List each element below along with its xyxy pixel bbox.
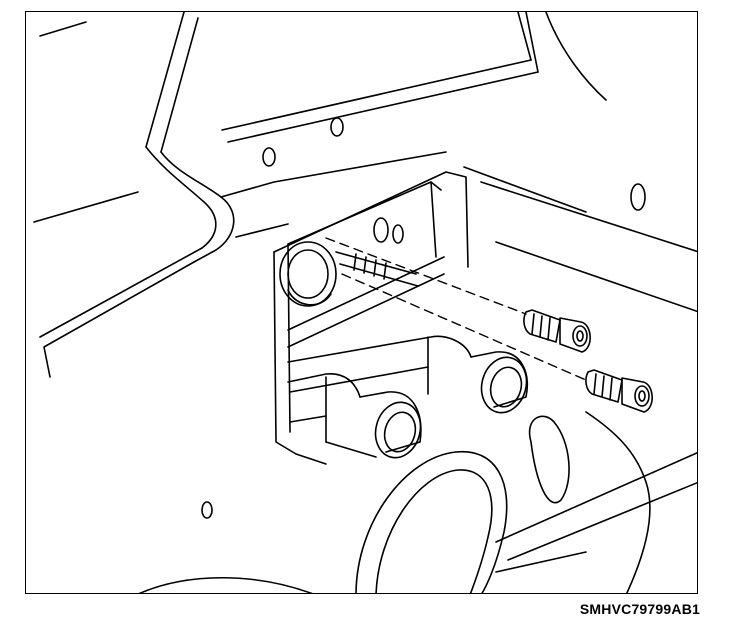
pipe-front-body <box>287 373 361 398</box>
port-ring-outer <box>279 241 337 307</box>
lower-housing <box>138 411 697 593</box>
stud-line-2 <box>339 263 419 287</box>
panel-right-edge-outer <box>517 12 532 61</box>
housing-oval-hole <box>528 415 570 504</box>
pillar-bulge-inner <box>145 146 217 249</box>
bolt-upper-head <box>559 317 591 353</box>
left-ridge-bottom <box>43 261 195 378</box>
stud-thread-1 <box>353 253 357 271</box>
pillar-bulge <box>160 151 235 263</box>
bolt-upper-shank <box>523 309 561 343</box>
pipe-rear-end-inner <box>489 366 523 408</box>
stud-socket-2 <box>392 224 404 244</box>
panel-hole-2 <box>330 117 344 137</box>
left-ridge-top <box>33 191 139 223</box>
housing-right-edge <box>585 411 651 593</box>
panel-right-edge-inner <box>525 12 539 73</box>
pipe-front <box>287 373 422 459</box>
pipe-front-end-outer <box>374 401 422 459</box>
recess-outer-left <box>273 251 297 455</box>
alignment-lines <box>325 237 587 381</box>
bolt-upper-socket <box>572 325 588 347</box>
bolt-lower-socket <box>634 385 650 407</box>
housing-large-arc-inner <box>375 469 493 593</box>
pipe-rear-body <box>287 335 472 363</box>
exploded-view-drawing <box>33 12 697 593</box>
housing-large-arc-outer <box>355 450 508 593</box>
bolt-lower <box>585 369 653 413</box>
panel-hole-4 <box>201 501 213 519</box>
recess-outer <box>273 171 469 268</box>
recess-bottom <box>295 453 327 465</box>
recess-inner-right <box>430 181 437 258</box>
right-ridge-3 <box>495 241 697 313</box>
upper-port <box>279 217 419 307</box>
panel-ridge-lower <box>227 71 539 143</box>
panel-hole-3 <box>630 183 646 211</box>
stud-thread-4 <box>383 262 387 280</box>
alignment-line-lower <box>341 273 587 381</box>
bracket-recess <box>273 171 469 465</box>
pipe-rear <box>287 335 528 414</box>
recess-inner-top <box>287 181 442 245</box>
figure-code-label: SMHVC79799AB1 <box>579 601 700 617</box>
recess-shelf <box>287 256 445 331</box>
housing-right-rib <box>495 452 697 543</box>
housing-bottom-arc <box>138 576 313 593</box>
stud-thread-3 <box>373 259 377 277</box>
left-ridge-bottom-inner <box>39 247 203 338</box>
panel-ridge-upper <box>221 59 532 131</box>
pipe-front-end-inner <box>383 411 417 453</box>
stud-thread-2 <box>363 256 367 274</box>
stud-socket <box>373 217 389 243</box>
panel-right-curve <box>545 12 607 101</box>
right-ridge-2 <box>480 181 697 253</box>
recess-shelf-2 <box>287 273 445 348</box>
pillar-left-inner <box>160 17 199 153</box>
port-ring-inner <box>287 249 329 299</box>
body-panel <box>33 12 697 519</box>
bolt-lower-head <box>621 377 653 413</box>
pillar-left-outer <box>145 12 185 148</box>
bolt-upper <box>523 309 591 353</box>
pipe-rear-end-outer <box>480 356 528 414</box>
mid-ridge <box>220 151 447 198</box>
right-ridge-1 <box>463 166 587 213</box>
port-ring-shade <box>287 289 332 306</box>
housing-right-rib-2 <box>507 481 697 561</box>
bolt-lower-shank <box>585 369 623 403</box>
alignment-line-upper <box>325 237 527 315</box>
panel-top-left-line <box>39 21 87 37</box>
housing-bottom-ledge <box>495 551 587 573</box>
panel-hole-1 <box>262 147 276 167</box>
diagram-frame <box>25 11 698 594</box>
mid-ridge-lower <box>235 223 289 238</box>
